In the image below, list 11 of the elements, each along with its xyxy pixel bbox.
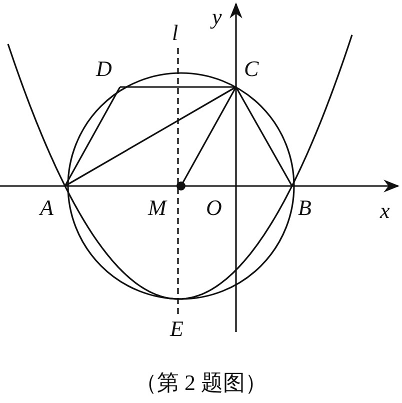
point-label: O [206,197,222,219]
point-label: E [170,318,184,340]
point-label: B [298,197,312,219]
point-label: M [148,197,166,219]
point-label: l [172,22,178,44]
figure-caption: （第 2 题图） [134,369,268,397]
point-label: A [40,197,54,219]
point-label: y [212,6,222,28]
point-label: C [244,58,259,80]
point-label: D [96,58,112,80]
point-label: x [380,200,390,222]
